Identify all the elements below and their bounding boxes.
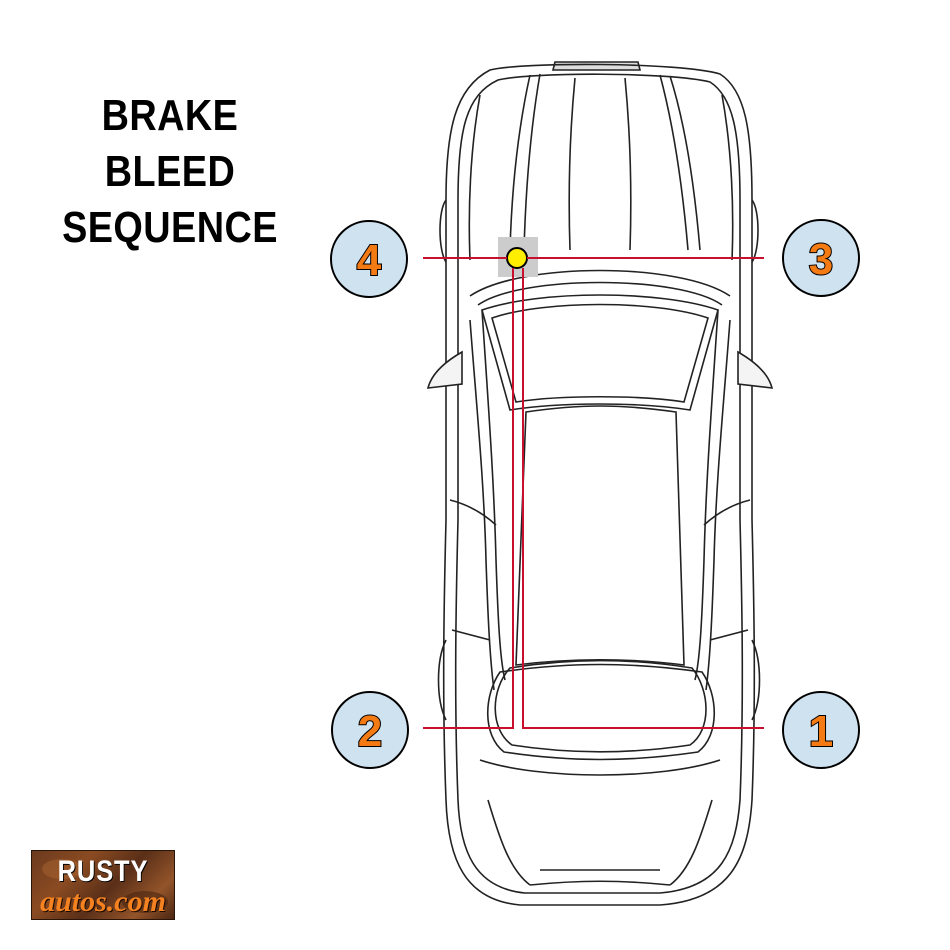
diagram-title: BRAKE BLEED SEQUENCE bbox=[41, 88, 299, 256]
badge-1-number: 1 bbox=[809, 707, 833, 756]
car-body bbox=[426, 61, 774, 906]
badge-4: 4 bbox=[330, 220, 408, 298]
brake-lines bbox=[423, 257, 764, 729]
title-line-1: BRAKE BLEED bbox=[101, 91, 239, 196]
logo-line-2: autos.com bbox=[40, 885, 166, 918]
badge-3: 3 bbox=[782, 219, 860, 297]
badge-1: 1 bbox=[782, 691, 860, 769]
badge-2: 2 bbox=[331, 691, 409, 769]
rustyautos-logo: RUSTY autos.com bbox=[31, 850, 175, 920]
badge-3-number: 3 bbox=[809, 235, 833, 284]
master-cylinder-icon bbox=[506, 247, 528, 269]
logo-line-1: RUSTY bbox=[57, 855, 149, 888]
badge-2-number: 2 bbox=[358, 707, 382, 756]
title-line-2: SEQUENCE bbox=[62, 203, 278, 252]
badge-4-number: 4 bbox=[357, 236, 382, 285]
